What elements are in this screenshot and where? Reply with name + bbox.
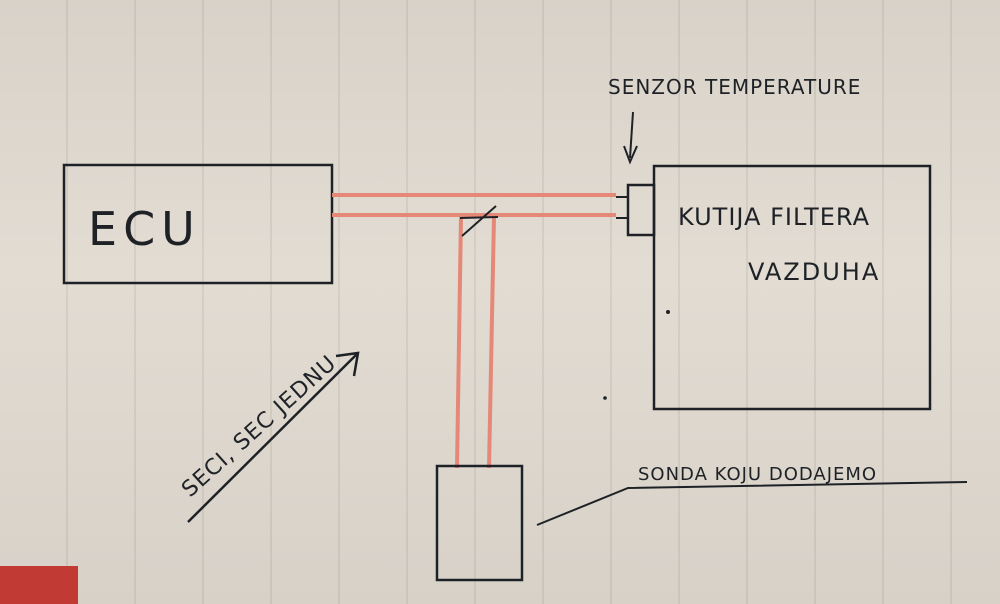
- branch-wire-left: [455, 215, 463, 469]
- probe-pointer: [536, 481, 968, 526]
- ecu-box: [62, 163, 334, 285]
- cut-mark: [461, 205, 497, 237]
- probe-label: SONDA KOJU DODAJEMO: [638, 464, 877, 485]
- filter-box-label-line1: KUTIJA FILTERA: [678, 203, 870, 231]
- air-filter-box: [652, 164, 932, 411]
- notebook-tab: [0, 566, 78, 604]
- probe-box: [435, 464, 524, 582]
- sensor-label: SENZOR TEMPERATURE: [608, 75, 861, 99]
- branch-wire-right: [487, 215, 496, 469]
- filter-box-label-line2: VAZDUHA: [748, 258, 880, 286]
- temperature-sensor: [626, 183, 656, 237]
- cut-arrow: [187, 352, 359, 523]
- cut-note-label: SECI, SEC JEDNU: [177, 351, 341, 503]
- sensor-arrow: [629, 111, 634, 159]
- ecu-label: ECU: [88, 202, 201, 256]
